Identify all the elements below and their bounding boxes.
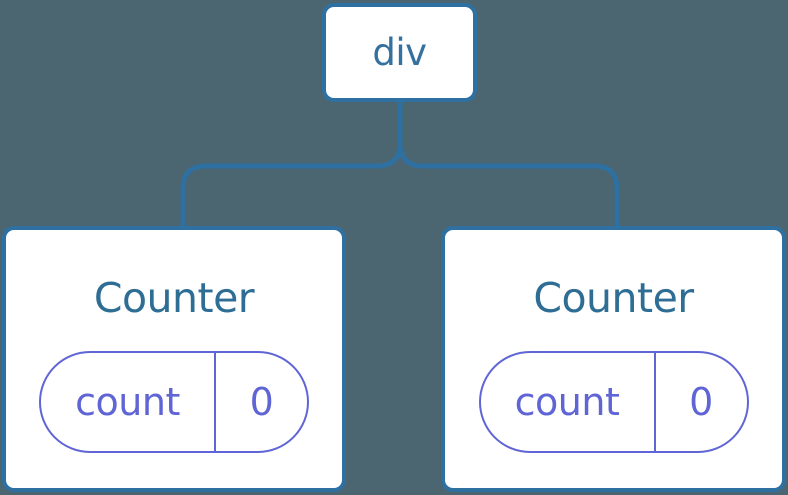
root-node: div: [322, 3, 477, 102]
state-pill: count 0: [39, 351, 309, 454]
state-value: 0: [689, 380, 713, 425]
component-title: Counter: [93, 274, 255, 322]
component-title: Counter: [533, 274, 694, 322]
root-node-label: div: [372, 31, 427, 74]
component-card-left: Counter count 0: [2, 226, 346, 492]
connector-root-to-right-child: [397, 100, 620, 230]
component-card-right: Counter count 0: [441, 226, 786, 492]
state-pill: count 0: [478, 351, 749, 454]
state-value: 0: [249, 380, 274, 425]
state-key: count: [41, 353, 216, 452]
connector-root-to-left-child: [180, 100, 403, 230]
state-key: count: [481, 353, 656, 452]
